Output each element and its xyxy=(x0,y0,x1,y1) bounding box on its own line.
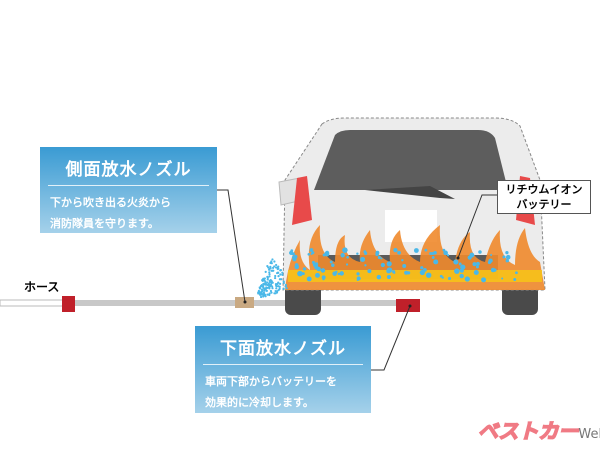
bottom-nozzle-callout: 下面放水ノズル 車両下部からバッテリーを 効果的に冷却します。 xyxy=(195,326,371,413)
logo: ベストカーWeb xyxy=(477,415,600,444)
hose-label: ホース xyxy=(24,280,60,294)
logo-suffix: Web xyxy=(578,427,600,442)
side-leader-line xyxy=(217,189,246,303)
water-spray xyxy=(257,247,518,299)
hose-coupling xyxy=(62,296,75,312)
side-nozzle-callout: 側面放水ノズル 下から吹き出る火炎から 消防隊員を守ります。 xyxy=(40,147,217,233)
side-nozzle-title: 側面放水ノズル xyxy=(65,160,192,180)
rear-window xyxy=(314,130,508,190)
bottom-nozzle-title: 下面放水ノズル xyxy=(220,339,346,359)
bottom-leader-line xyxy=(371,305,411,371)
hose-end xyxy=(0,299,65,307)
battery-label-line-1: リチウムイオン xyxy=(505,183,583,196)
logo-text: ベストカー xyxy=(477,418,579,444)
bottom-nozzle-line-1: 車両下部からバッテリーを xyxy=(205,375,337,388)
battery-leader-line xyxy=(457,194,497,259)
side-nozzle-line-1: 下から吹き出る火炎から xyxy=(50,196,171,209)
hose xyxy=(0,300,420,306)
battery-label-line-2: バッテリー xyxy=(516,198,572,211)
bottom-nozzle-line-2: 効果的に冷却します。 xyxy=(205,396,314,409)
battery-label: リチウムイオン バッテリー xyxy=(497,180,591,214)
side-nozzle-line-2: 消防隊員を守ります。 xyxy=(50,217,159,230)
bottom-nozzle xyxy=(396,299,420,312)
wiper xyxy=(365,186,455,199)
divider xyxy=(48,185,209,186)
divider xyxy=(203,364,363,365)
